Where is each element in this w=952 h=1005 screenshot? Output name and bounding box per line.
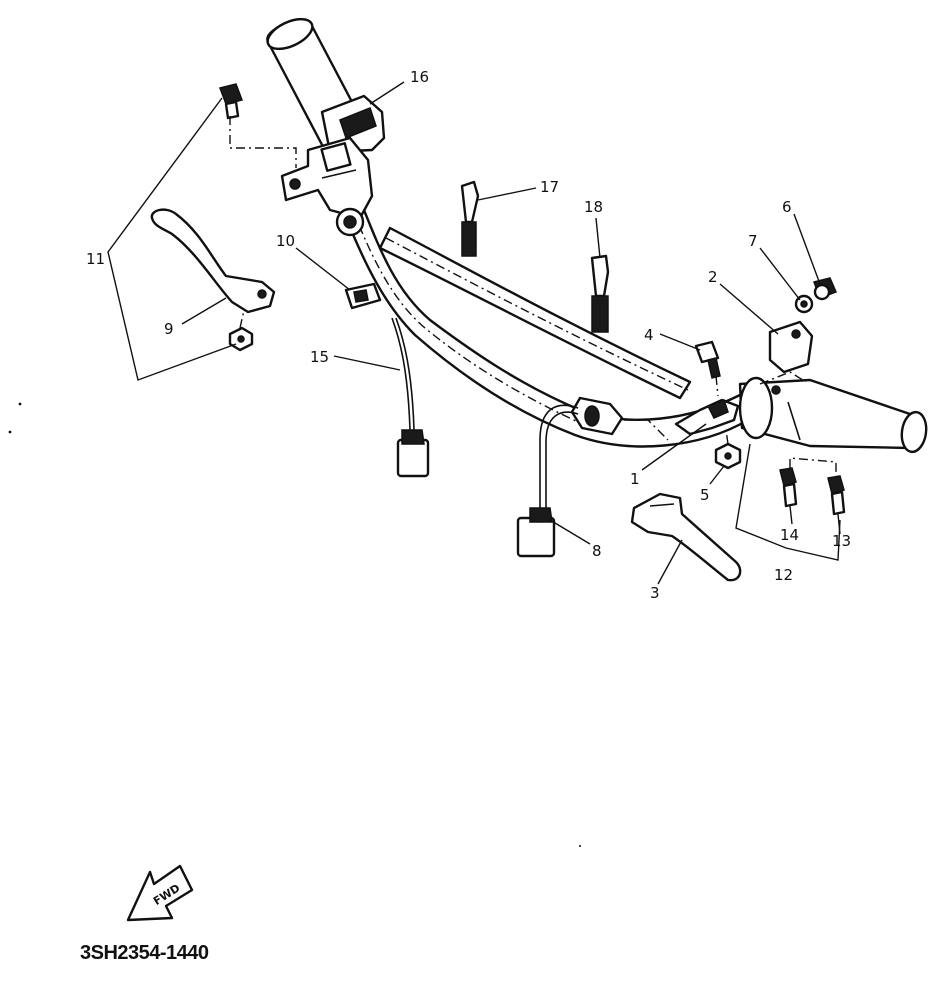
part-3-lever xyxy=(630,492,742,582)
fwd-arrow-icon: FWD xyxy=(126,864,194,922)
part-6-screw xyxy=(813,277,837,301)
label-12: 12 xyxy=(774,566,793,584)
label-13: 13 xyxy=(832,532,851,550)
drawing-code: 3SH2354-1440 xyxy=(80,942,209,964)
part-16-holder xyxy=(320,94,386,154)
label-10: 10 xyxy=(276,232,295,250)
part-8-brake-switch xyxy=(516,396,669,558)
label-11: 11 xyxy=(86,250,105,268)
label-16: 16 xyxy=(410,68,429,86)
label-2: 2 xyxy=(708,268,718,286)
part-2-clamp xyxy=(768,320,814,374)
part-4-bolt xyxy=(694,340,721,397)
part-9-lever xyxy=(150,208,276,314)
part-5-nut xyxy=(714,429,742,470)
label-17: 17 xyxy=(540,178,559,196)
part-13-bolt xyxy=(827,475,846,516)
label-15: 15 xyxy=(310,348,329,366)
part-labels: 16 11 9 10 15 17 18 6 7 2 4 1 5 8 3 14 1… xyxy=(86,68,851,602)
right-grip xyxy=(738,371,928,454)
label-18: 18 xyxy=(584,198,603,216)
part-10-clamp xyxy=(344,282,382,310)
left-lever-holder xyxy=(280,136,374,237)
label-7: 7 xyxy=(748,232,758,250)
leader-lines xyxy=(107,81,841,585)
handlebar xyxy=(343,198,750,448)
bolt-guide-line xyxy=(789,457,837,476)
label-3: 3 xyxy=(650,584,660,602)
label-1: 1 xyxy=(630,470,640,488)
label-6: 6 xyxy=(782,198,792,216)
part-18-screw xyxy=(590,254,610,333)
part-15-wire xyxy=(391,317,430,478)
lever-nut xyxy=(228,309,254,352)
label-4: 4 xyxy=(644,326,654,344)
label-14: 14 xyxy=(780,526,799,544)
label-9: 9 xyxy=(164,320,174,338)
part-7-washer xyxy=(794,294,814,314)
label-5: 5 xyxy=(700,486,710,504)
part-17-screw xyxy=(460,180,480,257)
part-14-bolt xyxy=(779,467,798,508)
label-8: 8 xyxy=(592,542,602,560)
part-11-bolt xyxy=(219,83,297,168)
